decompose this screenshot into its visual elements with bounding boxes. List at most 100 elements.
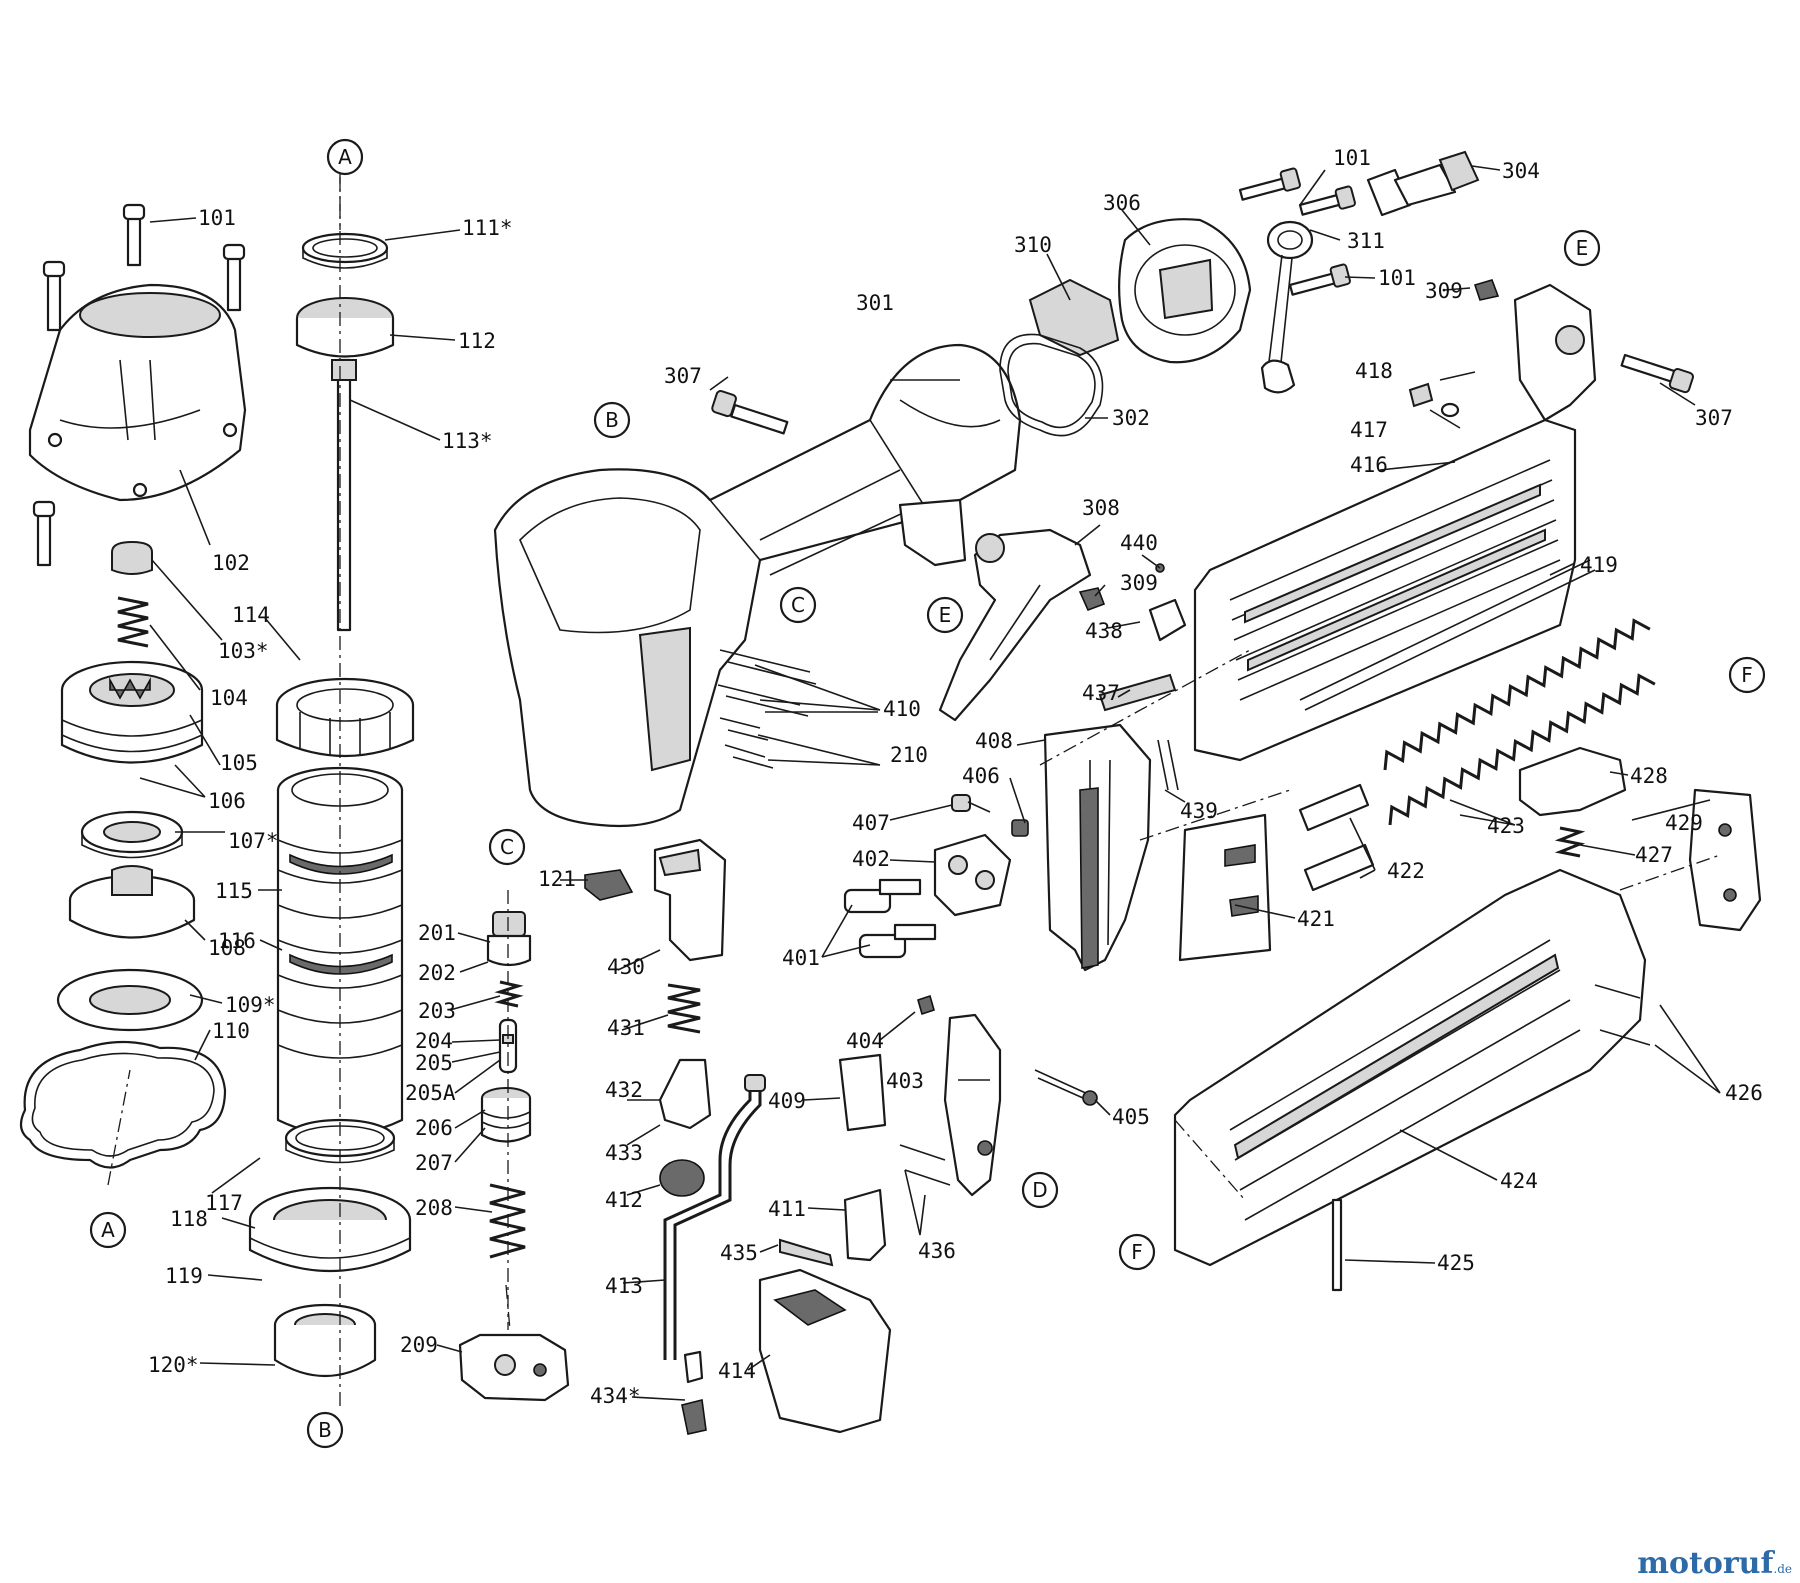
part-414-cover [758,1268,892,1434]
svg-text:C: C [500,835,514,859]
part-421-latch [1178,813,1272,962]
part-434-tip [681,1350,707,1435]
callout-421: 421 [1297,907,1335,931]
callout-113: 113* [442,429,493,453]
part-109-washer [56,968,204,1032]
callout-434: 434* [590,1384,641,1408]
callout-205: 205 [415,1051,453,1075]
part-310-plate [1028,278,1120,357]
svg-text:A: A [101,1218,115,1242]
part-432-bracket [658,1058,712,1130]
callout-413: 413 [605,1274,643,1298]
callout-110: 110 [212,1019,250,1043]
callout-206: 206 [415,1116,453,1140]
callout-430: 430 [607,955,645,979]
part-110-gasket [19,1040,227,1169]
watermark-suffix: .de [1773,1562,1792,1576]
callout-406: 406 [962,764,1000,788]
callout-107: 107* [228,829,279,853]
callout-121: 121 [538,867,576,891]
callout-401: 401 [782,946,820,970]
part-404-405-nut-bolt [917,994,1098,1106]
callout-116: 116 [218,929,256,953]
callout-209: 209 [400,1333,438,1357]
part-121-foot [584,869,634,901]
part-209-trigger-block [458,1333,570,1402]
part-208-spring [489,1183,526,1259]
callout-439: 439 [1180,799,1218,823]
part-307-bolt-a [711,390,789,435]
callout-412: 412 [605,1188,643,1212]
svg-text:E: E [1576,236,1589,260]
svg-text:B: B [318,1418,332,1442]
part-308-lever [938,528,1092,722]
marker-d: D [1021,1171,1059,1209]
callout-114: 114 [232,603,270,627]
part-301-gun-body [493,343,1022,828]
callout-119: 119 [165,1264,203,1288]
motoruf-watermark: motoruf.de [1637,1546,1792,1581]
callout-101-c: 101 [1378,266,1416,290]
svg-text:A: A [338,145,352,169]
part-103-bumper [111,540,153,575]
marker-c-gun: C [779,586,817,624]
part-206-207-valve-body [480,1087,532,1143]
part-437-438-439-pins [1098,598,1187,791]
callout-408: 408 [975,729,1013,753]
part-425-426-pins [1331,984,1651,1292]
part-403-contact-arm [943,1013,1002,1197]
callout-431: 431 [607,1016,645,1040]
part-304-air-fitting [1366,150,1480,217]
callout-106: 106 [208,789,246,813]
callout-429: 429 [1665,811,1703,835]
part-108-piston-guide [68,865,196,939]
part-423-springs [1383,618,1656,826]
callout-117: 117 [205,1191,243,1215]
part-101-bolts-cap [32,203,246,567]
reference-markers: A A B B C C D E E F F [89,138,1766,1449]
callout-205A: 205A [405,1081,456,1105]
callout-424: 424 [1500,1169,1538,1193]
callout-403: 403 [886,1069,924,1093]
marker-a-bottom: A [89,1211,127,1249]
callout-417: 417 [1350,418,1388,442]
part-114-bumper-ring [275,677,415,758]
callout-204: 204 [415,1029,453,1053]
callout-101-b: 101 [1333,146,1371,170]
callout-101-a: 101 [198,206,236,230]
part-401-402-guides [843,833,1012,959]
watermark-brand: motoruf [1637,1546,1774,1581]
part-417-418-screws [1408,382,1460,418]
callout-304: 304 [1502,159,1540,183]
marker-e-magazine: E [1563,229,1601,267]
part-203-spring [494,980,524,1008]
callout-416: 416 [1350,453,1388,477]
callout-407: 407 [852,811,890,835]
svg-text:F: F [1741,663,1753,687]
part-118-119-bottom-ring [248,1186,412,1273]
callout-203: 203 [418,999,456,1023]
marker-b-bottom: B [306,1411,344,1449]
part-302-gasket [999,333,1104,437]
svg-text:F: F [1131,1240,1143,1264]
part-102-cylinder-cap [28,283,247,502]
callout-423: 423 [1487,814,1525,838]
callout-311: 311 [1347,229,1385,253]
callout-427: 427 [1635,843,1673,867]
svg-text:C: C [791,593,805,617]
part-427-spring [1554,826,1586,858]
callout-435: 435 [720,1241,758,1265]
marker-f-rail: F [1118,1233,1156,1271]
callout-302: 302 [1112,406,1150,430]
part-105-106-head-valve [60,660,204,764]
part-210-410-pins [717,649,881,769]
callout-410: 410 [883,697,921,721]
callout-411: 411 [768,1197,806,1221]
callout-208: 208 [415,1196,453,1220]
part-306-end-cap [1118,218,1252,364]
callout-404: 404 [846,1029,884,1053]
callout-105: 105 [220,751,258,775]
part-201-valve-cap [486,911,532,967]
callout-310: 310 [1014,233,1052,257]
